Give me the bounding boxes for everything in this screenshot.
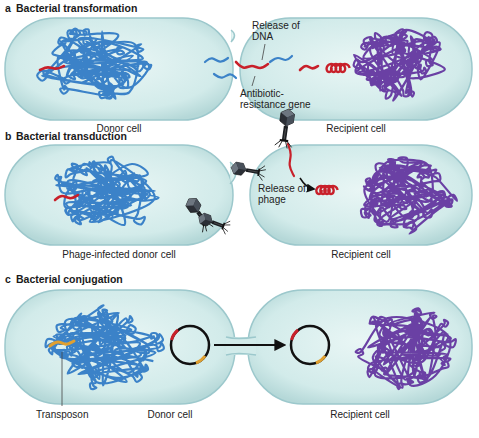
callout-label: Release of DNA — [252, 20, 304, 42]
callout-label: Transposon — [36, 409, 88, 420]
panel-title: Bacterial transduction — [16, 131, 127, 142]
cells-c — [5, 290, 472, 404]
phages — [182, 108, 297, 235]
callout-label: Release of phage — [258, 183, 310, 205]
callout-label: Antibiotic-resistance gene — [240, 88, 326, 110]
cell-label: Donor cell — [147, 409, 192, 420]
panel-title: Bacterial conjugation — [16, 274, 123, 285]
cell-label: Recipient cell — [331, 249, 390, 260]
cell-label: Recipient cell — [326, 123, 385, 134]
leader-lines — [62, 44, 265, 406]
panel-letter: c — [5, 274, 11, 285]
cells-b — [5, 145, 472, 245]
dna-strands — [37, 29, 457, 390]
cell-label: Phage-infected donor cell — [62, 249, 175, 260]
cell-label: Recipient cell — [330, 409, 389, 420]
panel-letter: a — [5, 3, 11, 14]
plasmids — [171, 326, 329, 364]
cells-a — [5, 18, 472, 120]
panel-title: Bacterial transformation — [16, 3, 137, 14]
panel-letter: b — [5, 131, 11, 142]
